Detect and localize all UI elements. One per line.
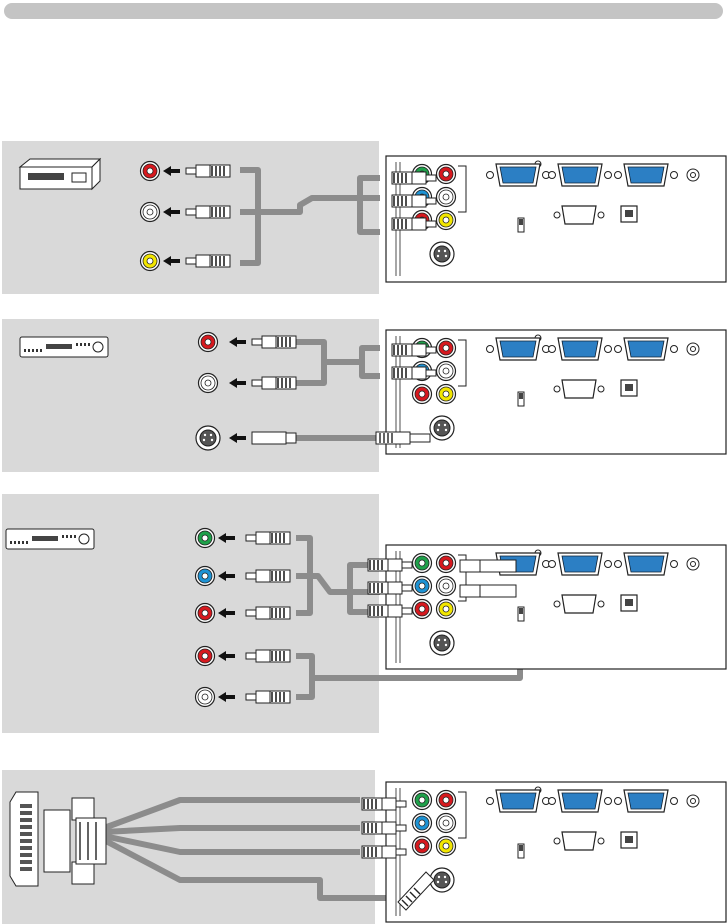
audio-in-right-port [437, 339, 456, 358]
plug-s3-1 [246, 570, 290, 582]
audio-in-right-port [437, 554, 456, 573]
plug-2 [186, 206, 230, 218]
arrow-1 [163, 166, 180, 176]
arrow-s3-4 [218, 692, 235, 702]
control-port [562, 380, 596, 398]
source-green-jack [196, 529, 215, 548]
video-in-port [437, 211, 456, 230]
source-red-jack-4 [196, 647, 215, 666]
component-cr-port [413, 837, 432, 856]
plug-4 [252, 336, 296, 348]
component-cb-port [413, 577, 432, 596]
arrow-2 [163, 207, 180, 217]
vcr-icon [20, 159, 100, 189]
arrow-s3-1 [218, 571, 235, 581]
arrow-s3-2 [218, 608, 235, 618]
source-red-jack [141, 162, 160, 181]
plug-5 [252, 377, 296, 389]
control-port [562, 595, 596, 613]
source-white-jack-3 [196, 688, 215, 707]
section4-cable-4 [104, 840, 398, 898]
audio-in-left-port [437, 188, 456, 207]
source-white-jack-2 [199, 374, 218, 393]
plug-1 [186, 165, 230, 177]
audio-in-right-port [437, 165, 456, 184]
video-in-port [437, 385, 456, 404]
audio-in-left-port [437, 577, 456, 596]
dvd-player-icon-2 [6, 529, 94, 549]
audio-in-left-port [437, 814, 456, 833]
arrow-s3-3 [218, 651, 235, 661]
section4-cable-2 [104, 828, 360, 832]
component-cr-port [413, 600, 432, 619]
plug-s3-4 [246, 691, 290, 703]
audio-in-right-port [437, 791, 456, 810]
source-red-jack-2 [199, 333, 218, 352]
svideo-plug-left [252, 432, 296, 444]
source-svideo-jack [196, 426, 220, 450]
plug-s3-2 [246, 607, 290, 619]
arrow-s3-0 [218, 533, 235, 543]
source-red-jack-3 [196, 604, 215, 623]
arrow-4 [229, 337, 246, 347]
section1-cable-c [360, 178, 380, 232]
video-in-port [437, 600, 456, 619]
section2-cable-b [324, 348, 380, 376]
s-video-in-port [430, 242, 454, 266]
control-port [562, 832, 596, 850]
source-yellow-jack [141, 252, 160, 271]
component-y-port [413, 554, 432, 573]
plug-s3-0 [246, 532, 290, 544]
s-video-in-port [430, 631, 454, 655]
plug-3 [186, 255, 230, 267]
video-in-port [437, 837, 456, 856]
section1-cable-a [240, 170, 258, 263]
source-blue-jack [196, 567, 215, 586]
source-white-jack [141, 203, 160, 222]
component-cr-port [413, 385, 432, 404]
scart-adapter-icon [10, 792, 106, 886]
s-video-in-port [430, 416, 454, 440]
svideo-plug-right [376, 432, 430, 444]
component-y-port [413, 791, 432, 810]
section4-cable-3 [104, 836, 360, 852]
arrow-3 [163, 256, 180, 266]
arrow-5 [229, 378, 246, 388]
plug-s3-3 [246, 650, 290, 662]
section4-cable-1 [104, 800, 360, 828]
section3-cable-c [296, 656, 312, 697]
audio-in-left-port [437, 362, 456, 381]
arrow-6 [229, 433, 246, 443]
component-cb-port [413, 814, 432, 833]
dvd-player-icon [20, 337, 108, 357]
control-port [562, 206, 596, 224]
section2-cable-a [296, 342, 324, 383]
